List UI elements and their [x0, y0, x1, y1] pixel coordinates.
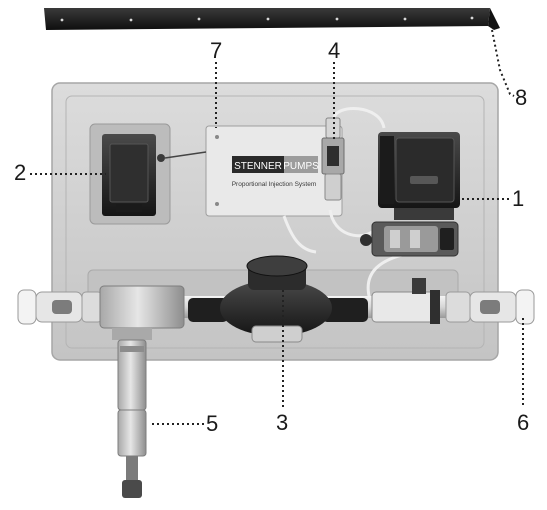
brand-tagline: Proportional Injection System — [232, 181, 317, 188]
callout-8: 8 — [515, 85, 528, 110]
water-meter — [188, 255, 368, 343]
brand-logo-right — [284, 156, 318, 173]
brand-logo-left — [232, 156, 284, 173]
leader-lines — [30, 29, 524, 425]
callout-1: 1 — [512, 186, 525, 211]
callout-5: 5 — [206, 411, 219, 436]
sediment-filter — [99, 285, 185, 498]
callout-2: 2 — [14, 160, 27, 185]
leader-8 — [491, 29, 515, 97]
callout-6: 6 — [517, 410, 530, 435]
callout-7: 7 — [210, 38, 223, 63]
power-transformer — [89, 123, 207, 225]
callout-4: 4 — [328, 38, 341, 63]
brand-name-part2: PUMPS — [283, 161, 319, 172]
mounting-rail — [44, 8, 500, 30]
peristaltic-pump — [360, 132, 460, 257]
injection-check-valve — [321, 117, 345, 201]
brand-name-part1: STENNER — [234, 161, 282, 172]
callout-3: 3 — [276, 410, 289, 435]
